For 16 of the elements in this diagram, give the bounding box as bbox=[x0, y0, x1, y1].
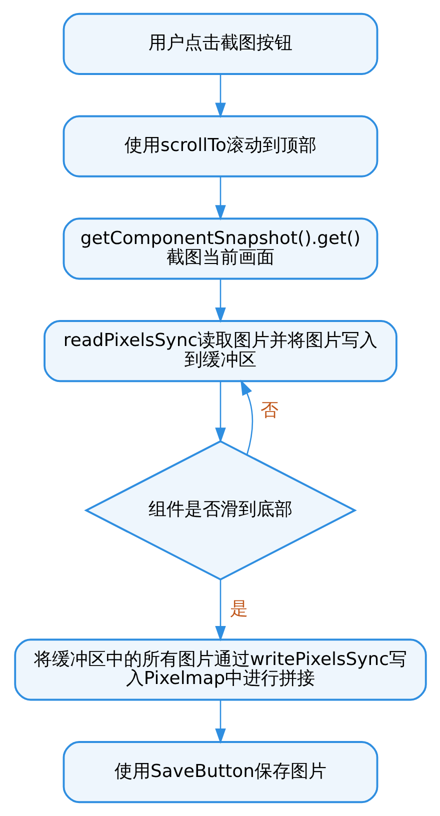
node-box: 使用scrollTo滚动到顶部 bbox=[62, 115, 378, 178]
arrow bbox=[214, 278, 226, 323]
node-box: getComponentSnapshot().get()截图当前画面 bbox=[62, 218, 378, 280]
node-box: 将缓冲区中的所有图片通过writePixelsSync写入Pixelmap中进行拼接 bbox=[14, 638, 426, 701]
arrow bbox=[214, 580, 226, 642]
node-box: readPixelsSync读取图片并将图片写入到缓冲区 bbox=[43, 320, 397, 382]
arrow bbox=[214, 74, 226, 118]
edge-label: 是 bbox=[229, 598, 248, 620]
edge-label: 否 bbox=[260, 400, 278, 421]
node-box: 用户点击截图按钮 bbox=[62, 12, 378, 75]
node-box: 使用SaveButton保存图片 bbox=[62, 741, 378, 804]
arrow bbox=[214, 700, 226, 744]
arrow bbox=[214, 381, 226, 444]
arrow bbox=[240, 380, 253, 455]
node-diamond: 组件是否滑到底部 bbox=[84, 440, 356, 581]
arrow bbox=[214, 176, 226, 221]
